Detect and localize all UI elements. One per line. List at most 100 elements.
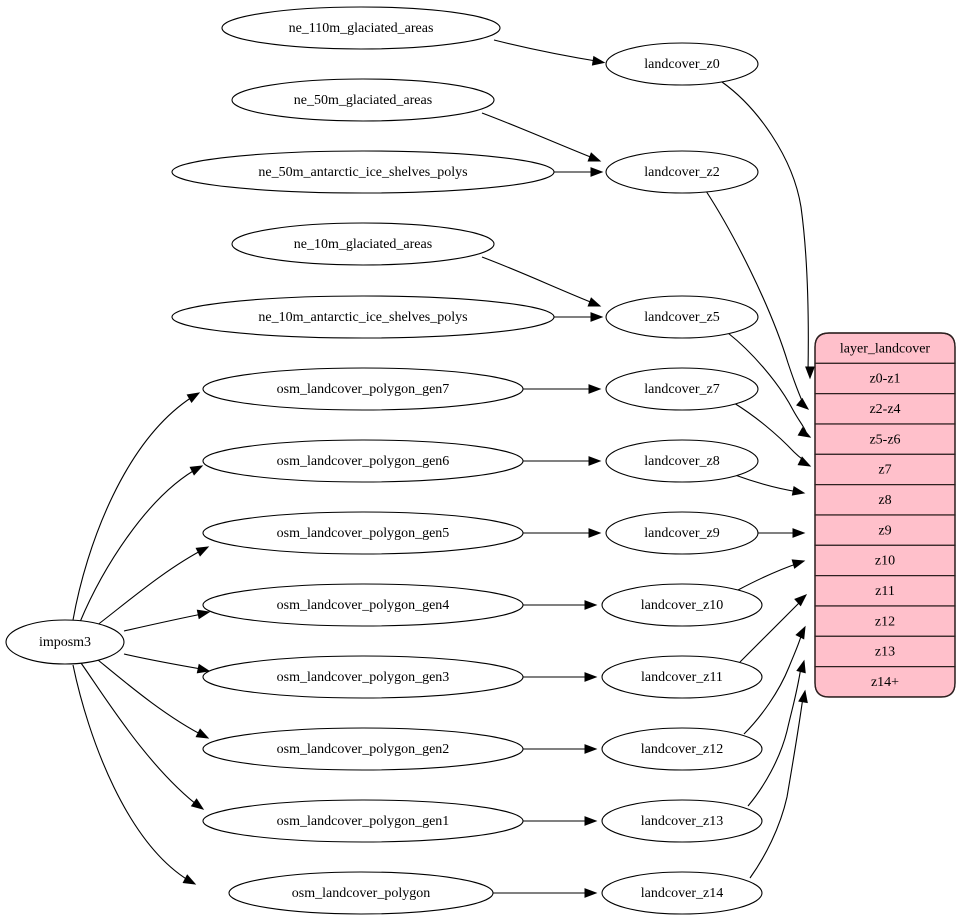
node-ne_10m_glaciated_areas[interactable]: ne_10m_glaciated_areas	[231, 222, 495, 266]
table-row-row-z8[interactable]: z8	[814, 484, 956, 516]
node-shape-landcover_z7	[605, 367, 759, 411]
arrowhead-z11->row7	[794, 594, 808, 607]
node-shape-landcover_z0	[605, 42, 759, 86]
node-label-ne_50m_glaciated_areas: ne_50m_glaciated_areas	[294, 93, 432, 108]
node-shape-landcover_z10	[601, 583, 763, 627]
edge-landcover_z0-to-row-z0-z1	[721, 81, 809, 374]
table-row-row-z9[interactable]: z9	[814, 514, 956, 546]
node-landcover_z5[interactable]: landcover_z5	[605, 295, 759, 339]
table-row-row-z10[interactable]: z10	[814, 544, 956, 577]
node-osm_landcover_polygon_gen7[interactable]: osm_landcover_polygon_gen7	[202, 367, 524, 411]
table-row-bg-row-z5-z6	[814, 423, 956, 455]
table-row-row-z12[interactable]: z12	[814, 605, 956, 637]
table-header-layer_landcover[interactable]: layer_landcover	[814, 332, 956, 364]
node-label-ne_10m_antarctic_ice_shelves_polys: ne_10m_antarctic_ice_shelves_polys	[258, 310, 467, 325]
arrowhead-z12->row8	[795, 625, 806, 640]
node-osm_landcover_polygon_gen6[interactable]: osm_landcover_polygon_gen6	[202, 439, 524, 483]
edge-imposm3-to-osm_landcover_polygon_gen4	[123, 612, 208, 632]
edge-landcover_z13-to-row-z13	[747, 666, 802, 807]
node-label-osm_landcover_polygon_gen5: osm_landcover_polygon_gen5	[277, 526, 450, 541]
node-label-osm_landcover_polygon_gen6: osm_landcover_polygon_gen6	[277, 454, 450, 469]
node-osm_landcover_polygon_gen1[interactable]: osm_landcover_polygon_gen1	[202, 799, 524, 843]
arrowhead-z5->row2	[797, 426, 812, 438]
node-label-ne_10m_glaciated_areas: ne_10m_glaciated_areas	[294, 237, 432, 252]
node-landcover_z12[interactable]: landcover_z12	[601, 727, 763, 771]
node-label-osm_landcover_polygon_gen7: osm_landcover_polygon_gen7	[277, 382, 450, 397]
node-shape-landcover_z2	[605, 150, 759, 194]
table-row-label-row-z13: z13	[875, 645, 895, 660]
node-imposm3[interactable]: imposm3	[5, 619, 125, 665]
table-row-row-z2-z4[interactable]: z2-z4	[814, 393, 956, 425]
node-label-landcover_z11: landcover_z11	[641, 670, 723, 685]
node-shape-landcover_z12	[601, 727, 763, 771]
arrowhead-polygon->landcover_z14	[584, 888, 598, 898]
node-shape-osm_landcover_polygon_gen3	[202, 655, 524, 699]
arrowhead-ne_10m_glaciated_areas->landcover_z5	[587, 297, 602, 307]
edges-layer	[72, 39, 809, 894]
arrowhead-gen6->landcover_z8	[588, 456, 602, 466]
table-row-row-z13[interactable]: z13	[814, 635, 956, 668]
node-label-landcover_z2: landcover_z2	[644, 165, 719, 180]
node-landcover_z14[interactable]: landcover_z14	[601, 871, 763, 915]
edge-landcover_z12-to-row-z12	[743, 632, 803, 735]
node-shape-landcover_z11	[601, 655, 763, 699]
node-osm_landcover_polygon_gen4[interactable]: osm_landcover_polygon_gen4	[202, 583, 524, 627]
table-row-bg-row-z7	[814, 453, 956, 486]
arrowhead-imposm3->gen1	[190, 798, 205, 810]
node-landcover_z13[interactable]: landcover_z13	[601, 799, 763, 843]
node-shape-osm_landcover_polygon_gen6	[202, 439, 524, 483]
arrowhead-ne_50m_antarctic->landcover_z2	[590, 167, 604, 177]
arrowhead-z2->row1	[796, 397, 810, 410]
node-label-osm_landcover_polygon_gen1: osm_landcover_polygon_gen1	[277, 814, 450, 829]
node-shape-osm_landcover_polygon_gen2	[202, 727, 524, 771]
arrowhead-gen4->landcover_z10	[584, 600, 598, 610]
arrowhead-imposm3->gen3	[196, 663, 211, 674]
node-ne_10m_antarctic_ice_shelves_polys[interactable]: ne_10m_antarctic_ice_shelves_polys	[171, 295, 555, 339]
table-row-bg-row-z8	[814, 484, 956, 516]
node-shape-landcover_z5	[605, 295, 759, 339]
node-label-landcover_z7: landcover_z7	[644, 382, 719, 397]
node-landcover_z10[interactable]: landcover_z10	[601, 583, 763, 627]
arrowhead-gen1->landcover_z13	[584, 816, 598, 826]
node-ne_50m_antarctic_ice_shelves_polys[interactable]: ne_50m_antarctic_ice_shelves_polys	[171, 150, 555, 194]
node-osm_landcover_polygon[interactable]: osm_landcover_polygon	[228, 871, 494, 915]
table-row-row-z11[interactable]: z11	[814, 575, 956, 607]
node-osm_landcover_polygon_gen3[interactable]: osm_landcover_polygon_gen3	[202, 655, 524, 699]
node-osm_landcover_polygon_gen5[interactable]: osm_landcover_polygon_gen5	[202, 511, 524, 555]
arrowhead-z9->row5	[792, 528, 806, 538]
table-row-label-row-z0-z1: z0-z1	[869, 372, 900, 387]
table-row-row-z14[interactable]: z14+	[814, 666, 956, 698]
node-label-imposm3: imposm3	[39, 635, 91, 650]
arrowhead-ne_10m_antarctic->landcover_z5	[590, 312, 604, 322]
arrowhead-ne_110m_glaciated_areas->landcover_z0	[591, 55, 606, 66]
node-landcover_z0[interactable]: landcover_z0	[605, 42, 759, 86]
node-shape-landcover_z13	[601, 799, 763, 843]
table-row-row-z0-z1[interactable]: z0-z1	[814, 362, 956, 395]
node-label-ne_110m_glaciated_areas: ne_110m_glaciated_areas	[289, 21, 434, 36]
edge-landcover_z10-to-row-z10	[737, 562, 800, 591]
arrowhead-z8->row4	[791, 485, 806, 496]
node-shape-osm_landcover_polygon_gen7	[202, 367, 524, 411]
table-row-row-z5-z6[interactable]: z5-z6	[814, 423, 956, 455]
table-row-bg-row-z11	[814, 575, 956, 607]
node-landcover_z9[interactable]: landcover_z9	[605, 511, 759, 555]
node-label-landcover_z9: landcover_z9	[644, 526, 719, 541]
node-label-landcover_z0: landcover_z0	[644, 57, 719, 72]
table-row-row-z7[interactable]: z7	[814, 453, 956, 486]
node-osm_landcover_polygon_gen2[interactable]: osm_landcover_polygon_gen2	[202, 727, 524, 771]
node-label-landcover_z10: landcover_z10	[641, 598, 723, 613]
table-row-label-row-z10: z10	[875, 554, 895, 569]
node-ne_110m_glaciated_areas[interactable]: ne_110m_glaciated_areas	[221, 6, 501, 50]
node-landcover_z8[interactable]: landcover_z8	[605, 439, 759, 483]
edge-imposm3-to-osm_landcover_polygon_gen3	[123, 653, 208, 671]
node-ne_50m_glaciated_areas[interactable]: ne_50m_glaciated_areas	[231, 78, 495, 122]
node-shape-osm_landcover_polygon_gen4	[202, 583, 524, 627]
arrowhead-gen5->landcover_z9	[588, 528, 602, 538]
node-landcover_z7[interactable]: landcover_z7	[605, 367, 759, 411]
edge-imposm3-to-osm_landcover_polygon	[72, 664, 194, 884]
arrowhead-imposm3->gen4	[196, 609, 211, 620]
node-landcover_z2[interactable]: landcover_z2	[605, 150, 759, 194]
node-label-osm_landcover_polygon_gen4: osm_landcover_polygon_gen4	[277, 598, 450, 613]
node-landcover_z11[interactable]: landcover_z11	[601, 655, 763, 699]
arrowhead-imposm3->gen7	[186, 392, 201, 404]
